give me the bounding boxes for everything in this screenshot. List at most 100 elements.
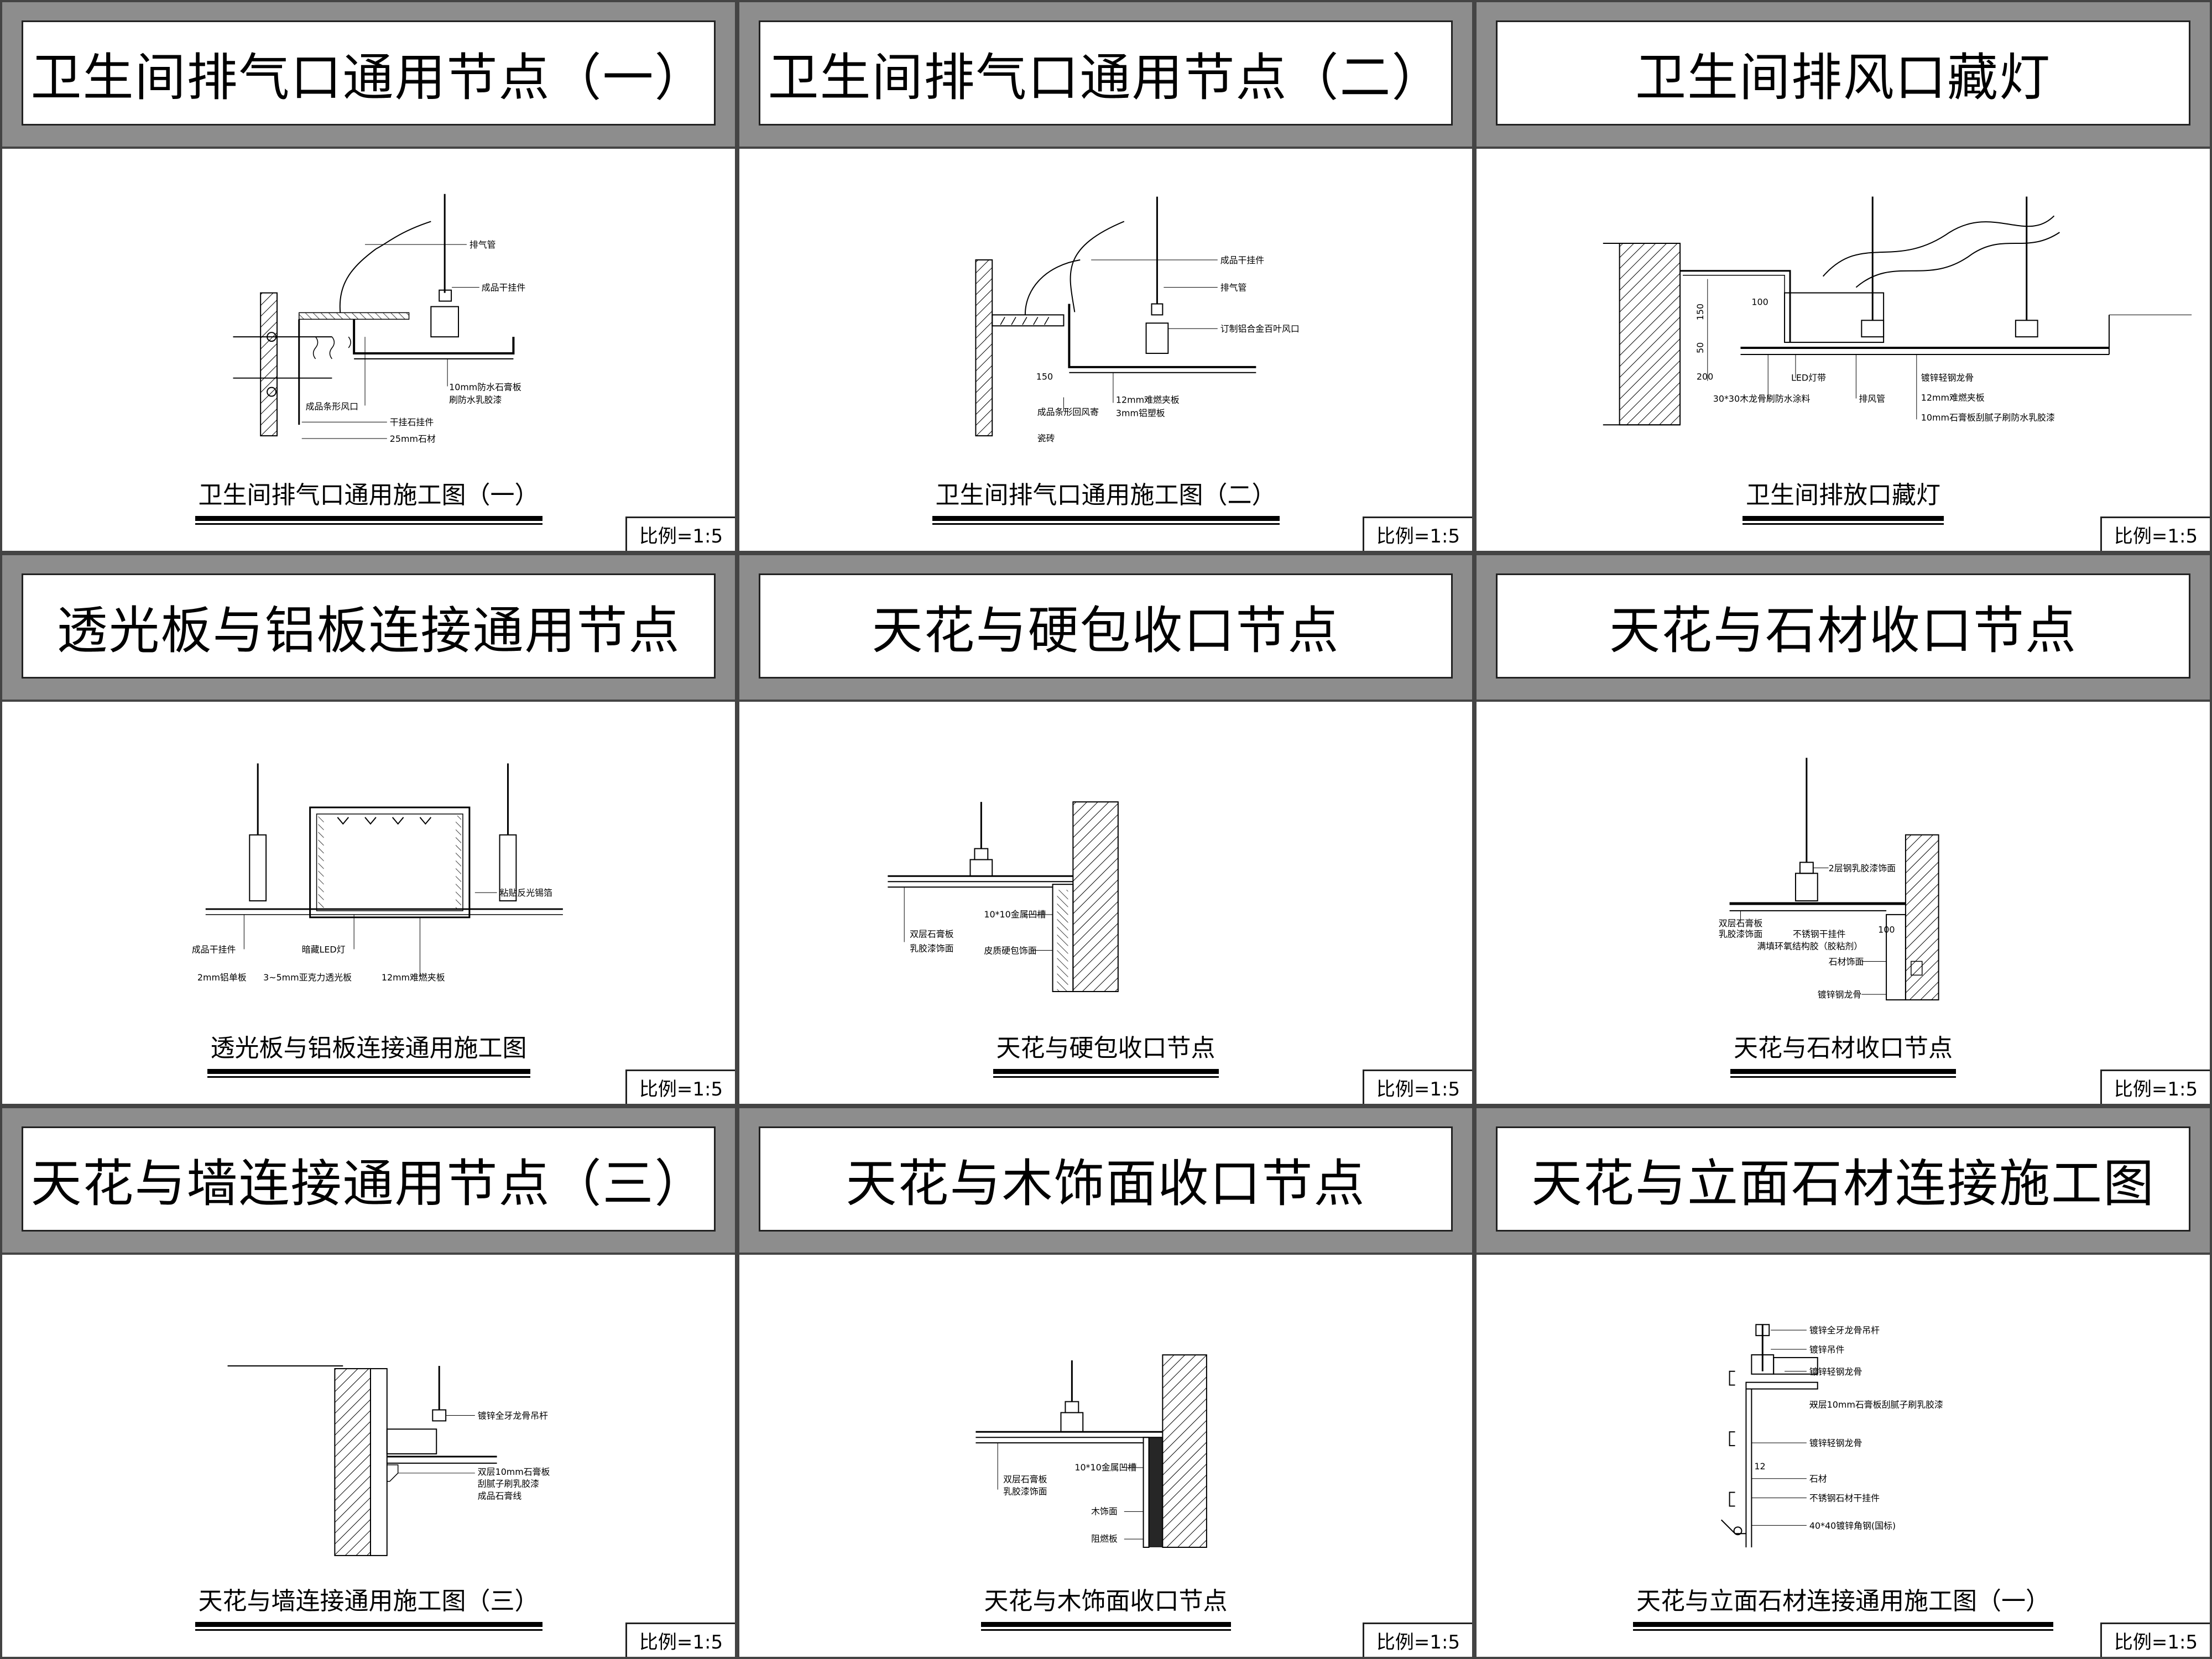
annotation-label: 不锈钢干挂件 bbox=[1793, 929, 1846, 940]
annotation-label: 25mm石材 bbox=[390, 434, 436, 444]
annotation-label: 30*30木龙骨刷防水涂料 bbox=[1713, 394, 1811, 404]
detail-panel: 卫生间排气口通用节点（一） bbox=[0, 0, 737, 553]
panel-title: 天花与石材收口节点 bbox=[1496, 573, 2190, 679]
panel-header: 天花与硬包收口节点 bbox=[739, 555, 1472, 702]
panel-header: 透光板与铝板连接通用节点 bbox=[2, 555, 735, 702]
dimension-label: 150 bbox=[1036, 372, 1053, 382]
annotation-label: 3~5mm亚克力透光板 bbox=[263, 972, 352, 983]
detail-panel: 天花与石材收口节点 2层钢乳胶漆饰面 双层石膏板 乳胶漆饰面 不锈钢干挂件 满填… bbox=[1474, 553, 2212, 1106]
scale-label: 比例=1:5 bbox=[625, 1623, 735, 1657]
scale-label: 比例=1:5 bbox=[625, 1070, 735, 1104]
annotation-label: 乳胶漆饰面 bbox=[1003, 1486, 1047, 1497]
panel-title: 天花与木饰面收口节点 bbox=[759, 1126, 1453, 1232]
drawing-caption: 天花与石材收口节点 bbox=[1477, 1028, 2210, 1074]
scale-label: 比例=1:5 bbox=[625, 517, 735, 551]
detail-drawing: 排气管 成品干挂件 10mm防水石膏板 刷防水乳胶漆 成品条形风口 干挂石挂件 … bbox=[233, 194, 526, 444]
scale-label: 比例=1:5 bbox=[1363, 517, 1472, 551]
annotation-label: 镀锌吊件 bbox=[1809, 1344, 1845, 1355]
panel-title: 天花与墙连接通用节点（三） bbox=[22, 1126, 716, 1232]
wall-hatch bbox=[1619, 243, 1681, 426]
panel-body: 2层钢乳胶漆饰面 双层石膏板 乳胶漆饰面 不锈钢干挂件 满填环氧结构胶（胶粘剂）… bbox=[1477, 702, 2210, 1104]
annotation-label: 镀锌全牙龙骨吊杆 bbox=[1809, 1325, 1880, 1335]
annotation-label: 乳胶漆饰面 bbox=[1719, 929, 1763, 940]
detail-panel: 天花与墙连接通用节点（三） 镀锌全牙龙骨吊杆 双层10mm石膏板 刮腻子刷乳胶漆… bbox=[0, 1106, 737, 1659]
annotation-label: 双层10mm石膏板 bbox=[478, 1467, 550, 1477]
panel-header: 卫生间排风口藏灯 bbox=[1477, 2, 2210, 149]
detail-drawing: 镀锌全牙龙骨吊杆 镀锌吊件 镀锌轻钢龙骨 双层10mm石膏板刮腻子刷乳胶漆 镀锌… bbox=[1720, 1324, 1943, 1548]
annotation-label: 暗藏LED灯 bbox=[302, 944, 346, 954]
drawing-caption: 卫生间排放口藏灯 bbox=[1477, 475, 2210, 521]
annotation-label: 成品干挂件 bbox=[192, 944, 236, 954]
annotation-label: 成品干挂件 bbox=[1220, 255, 1265, 265]
annotation-label: 双层石膏板 bbox=[1003, 1474, 1047, 1485]
annotation-label: 干挂石挂件 bbox=[390, 417, 434, 427]
annotation-label: 皮质硬包饰面 bbox=[984, 945, 1036, 956]
annotation-label: 10*10金属凹槽 bbox=[984, 909, 1046, 920]
annotation-label: 12mm难燃夹板 bbox=[1116, 394, 1180, 405]
detail-panel: 卫生间排气口通用节点（二） 成品干挂件 排气管 订制铝合金百叶风口 bbox=[737, 0, 1474, 553]
scale-label: 比例=1:5 bbox=[1363, 1070, 1472, 1104]
panel-title: 天花与立面石材连接施工图 bbox=[1496, 1126, 2190, 1232]
annotation-label: 10mm防水石膏板 bbox=[449, 382, 521, 393]
detail-panel: 透光板与铝板连接通用节点 粘贴反光锡箔 成品干挂件 暗藏LED灯 bbox=[0, 553, 737, 1106]
wall-hatch bbox=[975, 259, 993, 437]
dimension-label: 12 bbox=[1754, 1461, 1765, 1472]
dimension-label: 100 bbox=[1878, 925, 1895, 935]
annotation-label: 双层10mm石膏板刮腻子刷乳胶漆 bbox=[1809, 1399, 1943, 1410]
panel-header: 天花与石材收口节点 bbox=[1477, 555, 2210, 702]
panel-body: 10*10金属凹槽 双层石膏板 乳胶漆饰面 木饰面 阻燃板 天花与木饰面收口节点… bbox=[739, 1255, 1472, 1657]
detail-panel: 天花与硬包收口节点 10*10金属凹槽 双层石膏板 乳胶漆饰面 皮质硬包饰面 bbox=[737, 553, 1474, 1106]
annotation-label: 2mm铝单板 bbox=[197, 972, 247, 983]
dimension-label: 200 bbox=[1697, 372, 1713, 382]
scale-label: 比例=1:5 bbox=[2100, 1070, 2210, 1104]
detail-panel: 天花与木饰面收口节点 10*10金属凹槽 双层石膏板 乳胶漆饰面 木饰面 bbox=[737, 1106, 1474, 1659]
scale-label: 比例=1:5 bbox=[1363, 1623, 1472, 1657]
scale-label: 比例=1:5 bbox=[2100, 517, 2210, 551]
wall-hatch bbox=[1072, 801, 1119, 993]
scale-label: 比例=1:5 bbox=[2100, 1623, 2210, 1657]
annotation-label: 镀锌全牙龙骨吊杆 bbox=[478, 1410, 548, 1421]
annotation-label: 木饰面 bbox=[1091, 1506, 1118, 1516]
annotation-label: 阻燃板 bbox=[1091, 1533, 1118, 1544]
detail-drawing: 100 150 50 200 LED灯带 30*30木龙骨刷防水涂料 排风管 镀… bbox=[1603, 196, 2192, 426]
annotation-label: 双层石膏板 bbox=[910, 929, 954, 940]
drawing-caption: 卫生间排气口通用施工图（一） bbox=[2, 475, 735, 521]
annotation-label: 成品条形风口 bbox=[306, 401, 358, 411]
annotation-label: 排风管 bbox=[1859, 394, 1885, 404]
annotation-label: 40*40镀锌角钢(国标) bbox=[1809, 1520, 1896, 1531]
annotation-label: 瓷砖 bbox=[1037, 433, 1055, 444]
annotation-label: 12mm难燃夹板 bbox=[382, 972, 445, 983]
detail-panel: 卫生间排风口藏灯 100 1 bbox=[1474, 0, 2212, 553]
detail-drawing: 10*10金属凹槽 双层石膏板 乳胶漆饰面 木饰面 阻燃板 bbox=[975, 1354, 1207, 1548]
wall-hatch bbox=[260, 292, 278, 437]
panel-body: 100 150 50 200 LED灯带 30*30木龙骨刷防水涂料 排风管 镀… bbox=[1477, 149, 2210, 551]
drawing-caption: 天花与硬包收口节点 bbox=[739, 1028, 1472, 1074]
drawing-caption: 天花与木饰面收口节点 bbox=[739, 1581, 1472, 1627]
detail-panel: 天花与立面石材连接施工图 镀锌全牙龙骨吊杆 镀锌吊件 bbox=[1474, 1106, 2212, 1659]
annotation-label: LED灯带 bbox=[1791, 373, 1826, 383]
detail-drawing: 成品干挂件 排气管 订制铝合金百叶风口 150 成品条形回风寄 瓷砖 12mm难… bbox=[975, 196, 1300, 444]
annotation-label: 排气管 bbox=[469, 239, 496, 250]
dimension-label: 150 bbox=[1695, 304, 1705, 320]
panel-body: 成品干挂件 排气管 订制铝合金百叶风口 150 成品条形回风寄 瓷砖 12mm难… bbox=[739, 149, 1472, 551]
annotation-label: 2层钢乳胶漆饰面 bbox=[1829, 863, 1896, 873]
annotation-label: 订制铝合金百叶风口 bbox=[1220, 324, 1300, 334]
dimension-label: 100 bbox=[1751, 296, 1768, 307]
annotation-label: 3mm铝塑板 bbox=[1116, 408, 1165, 418]
panel-title: 卫生间排气口通用节点（二） bbox=[759, 20, 1453, 126]
annotation-label: 10mm石膏板刮腻子刷防水乳胶漆 bbox=[1921, 412, 2055, 422]
panel-header: 天花与立面石材连接施工图 bbox=[1477, 1108, 2210, 1255]
panel-title: 卫生间排气口通用节点（一） bbox=[22, 20, 716, 126]
drawing-caption: 透光板与铝板连接通用施工图 bbox=[2, 1028, 735, 1074]
drawing-caption: 天花与立面石材连接通用施工图（一） bbox=[1477, 1581, 2210, 1627]
annotation-label: 石材饰面 bbox=[1829, 956, 1864, 967]
annotation-label: 刮腻子刷乳胶漆 bbox=[478, 1479, 539, 1489]
annotation-label: 双层石膏板 bbox=[1719, 918, 1763, 928]
annotation-label: 成品干挂件 bbox=[482, 283, 526, 293]
annotation-label: 12mm难燃夹板 bbox=[1921, 393, 1985, 403]
annotation-label: 镀锌轻钢龙骨 bbox=[1809, 1438, 1862, 1448]
detail-drawing: 镀锌全牙龙骨吊杆 双层10mm石膏板 刮腻子刷乳胶漆 成品石膏线 bbox=[227, 1365, 550, 1556]
annotation-label: 10*10金属凹槽 bbox=[1074, 1462, 1136, 1473]
wall-hatch bbox=[1162, 1354, 1207, 1548]
